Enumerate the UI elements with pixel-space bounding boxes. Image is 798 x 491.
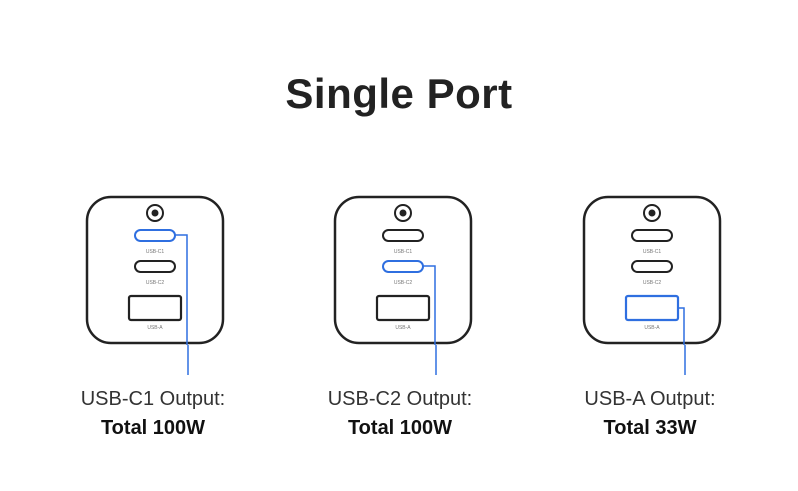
usb-c1-port-label: USB-C1 bbox=[146, 249, 165, 255]
usb-c2-port bbox=[631, 260, 673, 273]
usb-a-port bbox=[375, 294, 431, 322]
callout-line-extension bbox=[435, 345, 437, 375]
usb-c2-port-label: USB-C2 bbox=[643, 280, 662, 286]
charger-logo-icon bbox=[146, 204, 164, 222]
charger-usb-c1: USB-C1 USB-C2 USB-A bbox=[85, 195, 225, 345]
usb-c2-port-label: USB-C2 bbox=[146, 280, 165, 286]
caption-port-label: USB-C2 Output: bbox=[327, 388, 473, 410]
callout-line bbox=[423, 265, 436, 345]
usb-a-port-label: USB-A bbox=[147, 325, 163, 331]
charger-logo-icon bbox=[643, 204, 661, 222]
caption-port-label: USB-A Output: bbox=[584, 388, 716, 410]
usb-a-port bbox=[127, 294, 183, 322]
caption-usb-a: USB-A Output: Total 33W bbox=[530, 385, 770, 443]
usb-c2-port bbox=[134, 260, 176, 273]
charger-logo-icon bbox=[394, 204, 412, 222]
usb-c1-port bbox=[631, 229, 673, 242]
callout-line bbox=[678, 307, 685, 345]
charger-diagram: USB-C1 USB-C2 USB-A bbox=[333, 195, 473, 345]
charger-usb-a: USB-C1 USB-C2 USB-A bbox=[582, 195, 722, 345]
page-title: Single Port bbox=[285, 70, 513, 117]
usb-c1-port bbox=[134, 229, 176, 242]
caption-port-label: USB-C1 Output: bbox=[80, 388, 226, 410]
callout-line-extension bbox=[684, 345, 686, 375]
usb-a-port-label: USB-A bbox=[395, 325, 411, 331]
caption-output-value: Total 33W bbox=[603, 417, 697, 439]
charger-diagram: USB-C1 USB-C2 USB-A bbox=[582, 195, 722, 345]
caption-usb-c2: USB-C2 Output: Total 100W bbox=[280, 385, 520, 443]
charger-diagram: USB-C1 USB-C2 USB-A bbox=[85, 195, 225, 345]
usb-c2-port-label: USB-C2 bbox=[394, 280, 413, 286]
usb-c1-port bbox=[382, 229, 424, 242]
charger-usb-c2: USB-C1 USB-C2 USB-A bbox=[333, 195, 473, 345]
usb-c1-port-label: USB-C1 bbox=[643, 249, 662, 255]
usb-a-port bbox=[624, 294, 680, 322]
caption-output-value: Total 100W bbox=[347, 417, 453, 439]
usb-c1-port-label: USB-C1 bbox=[394, 249, 413, 255]
caption-output-value: Total 100W bbox=[100, 417, 206, 439]
caption-usb-c1: USB-C1 Output: Total 100W bbox=[33, 385, 273, 443]
callout-line-extension bbox=[187, 345, 189, 375]
usb-c2-port bbox=[382, 260, 424, 273]
usb-a-port-label: USB-A bbox=[644, 325, 660, 331]
callout-line bbox=[175, 234, 188, 345]
